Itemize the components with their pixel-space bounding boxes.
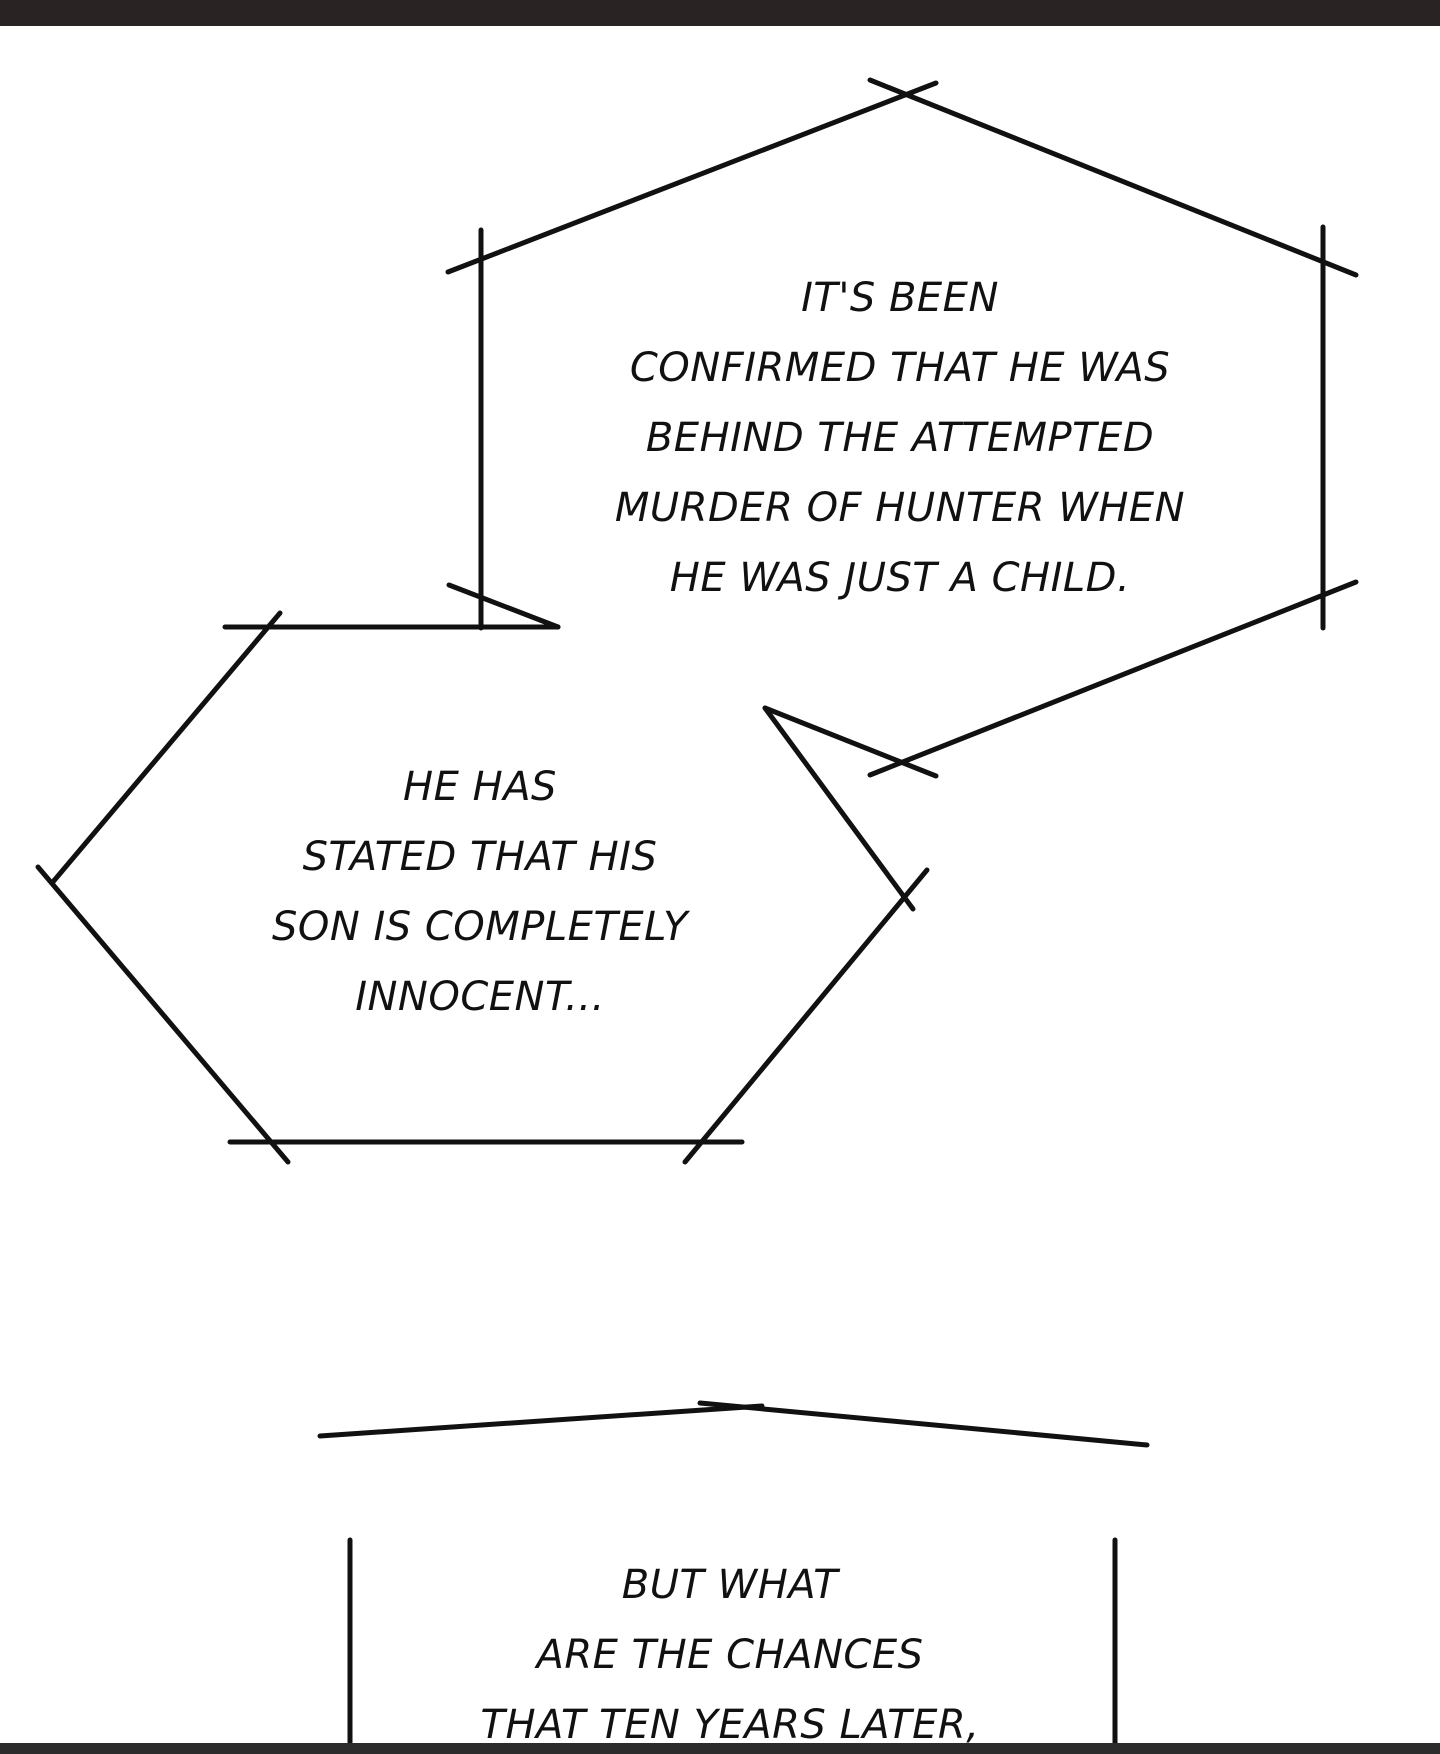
caption-line: MURDER OF HUNTER WHEN xyxy=(614,485,1186,531)
caption-line: BEHIND THE ATTEMPTED xyxy=(645,415,1155,461)
caption-line: CONFIRMED THAT HE WAS xyxy=(629,345,1171,391)
caption-line: THAT TEN YEARS LATER, xyxy=(480,1702,980,1748)
top-panel-edge xyxy=(0,0,1440,26)
speech-bubble-1-text: IT'S BEEN CONFIRMED THAT HE WAS BEHIND T… xyxy=(540,263,1260,613)
caption-line: HE WAS JUST A CHILD. xyxy=(669,555,1131,601)
caption-line: ARE THE CHANCES xyxy=(536,1632,924,1678)
speech-bubble-1-outline xyxy=(222,77,1359,779)
caption-line: BUT WHAT xyxy=(621,1562,839,1608)
speech-bubble-2-text: HE HAS STATED THAT HIS SON IS COMPLETELY… xyxy=(170,752,790,1032)
speech-bubble-3-outline xyxy=(317,1400,1150,1754)
caption-line: HE HAS xyxy=(403,764,557,810)
caption-line: SON IS COMPLETELY xyxy=(271,904,689,950)
speech-bubble-2-outline xyxy=(35,610,930,1165)
bottom-panel-edge xyxy=(0,1743,1440,1754)
caption-line: IT'S BEEN xyxy=(801,275,999,321)
speech-bubble-3-text: BUT WHAT ARE THE CHANCES THAT TEN YEARS … xyxy=(400,1550,1060,1754)
caption-line: INNOCENT... xyxy=(355,974,605,1020)
caption-line: STATED THAT HIS xyxy=(302,834,658,880)
